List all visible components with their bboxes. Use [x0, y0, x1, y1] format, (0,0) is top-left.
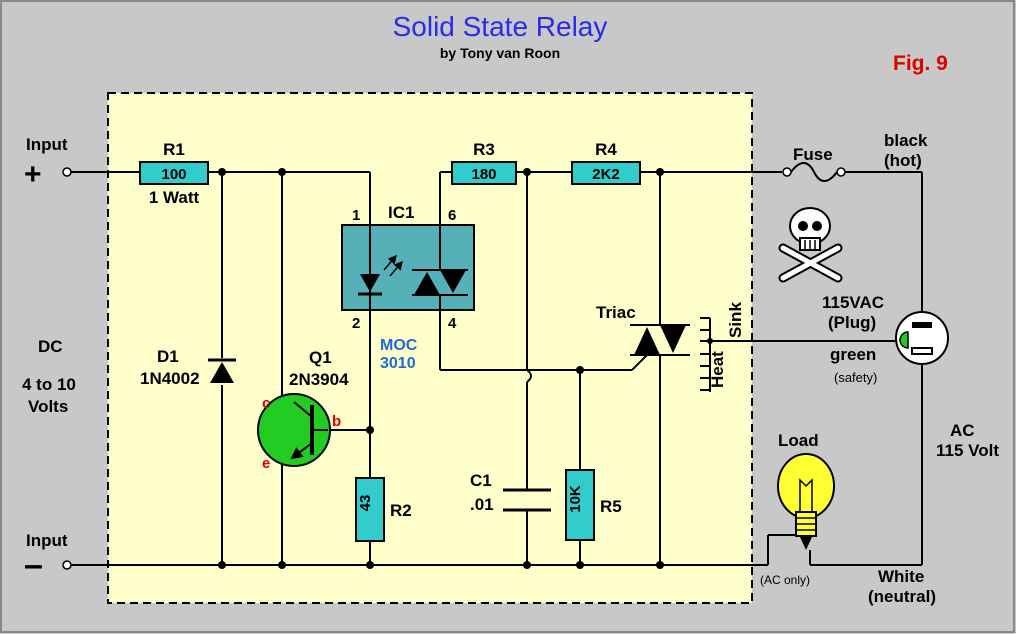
hot-label: (hot) — [884, 151, 922, 170]
page-title: Solid State Relay — [393, 11, 608, 42]
r1-label: R1 — [163, 140, 185, 159]
pin4-label: 4 — [448, 315, 457, 332]
input-plus-terminal — [62, 167, 72, 177]
input-bottom-label: Input — [26, 531, 68, 550]
triac-label: Triac — [596, 303, 636, 322]
subtitle: by Tony van Roon — [440, 45, 560, 61]
c1-value-label: .01 — [470, 495, 494, 514]
skull-crossbones-icon — [778, 207, 843, 283]
pin-c-label: c — [262, 395, 270, 412]
r5-value: 10K — [567, 485, 584, 513]
ic1-label: IC1 — [388, 203, 414, 222]
r3-label: R3 — [473, 140, 495, 159]
white-wire-label: White — [878, 567, 924, 586]
heat-sink-icon — [700, 317, 711, 392]
ic1-optocoupler — [341, 224, 475, 311]
r4-value: 2K2 — [592, 166, 620, 183]
plug-voltage-label: 115VAC — [822, 293, 884, 312]
resistor-r4 — [571, 161, 641, 185]
d1-part-label: 1N4002 — [140, 369, 200, 388]
r2-label: R2 — [390, 501, 412, 520]
r2-value: 43 — [357, 495, 374, 512]
plug-label: (Plug) — [828, 313, 876, 332]
diode-d1-icon — [210, 362, 234, 383]
resistor-r1 — [139, 161, 209, 185]
light-bulb-icon — [777, 453, 835, 550]
pin2-label: 2 — [352, 315, 360, 332]
moc-label: MOC — [380, 337, 418, 354]
green-wire-label: green — [830, 345, 876, 364]
sink-label: Sink — [726, 302, 745, 338]
black-wire-label: black — [884, 131, 928, 150]
r1-value: 100 — [161, 166, 186, 183]
dc-label: DC — [38, 337, 63, 356]
r3-value: 180 — [471, 166, 496, 183]
fuse-label: Fuse — [793, 145, 833, 164]
minus-symbol: – — [24, 546, 43, 584]
pin6-label: 6 — [448, 207, 456, 224]
triac-icon — [634, 327, 660, 355]
resistor-r2 — [355, 477, 385, 542]
r4-label: R4 — [595, 140, 617, 159]
d1-label: D1 — [157, 347, 179, 366]
figure-label: Fig. 9 — [893, 52, 948, 75]
safety-label: (safety) — [834, 370, 877, 385]
resistor-r5 — [565, 469, 595, 541]
q1-label: Q1 — [309, 348, 332, 367]
plus-symbol: + — [24, 158, 42, 191]
dc-range-label: 4 to 10 — [22, 375, 76, 394]
ac-label: AC — [950, 421, 975, 440]
pin-e-label: e — [262, 455, 270, 472]
ac-plug-icon — [895, 311, 949, 365]
fuse-icon — [782, 162, 846, 182]
input-minus-terminal — [62, 560, 72, 570]
moc-number-label: 3010 — [380, 355, 416, 372]
led-icon — [360, 274, 380, 292]
neutral-label: (neutral) — [868, 587, 936, 606]
c1-label: C1 — [470, 471, 492, 490]
load-label: Load — [778, 431, 819, 450]
r1-watt-label: 1 Watt — [149, 188, 200, 207]
r5-label: R5 — [600, 497, 622, 516]
pin1-label: 1 — [352, 207, 360, 224]
q1-part-label: 2N3904 — [289, 370, 349, 389]
ac-only-label: (AC only) — [760, 573, 810, 587]
heat-label: Heat — [708, 351, 727, 388]
ac-volt-label: 115 Volt — [936, 441, 999, 460]
resistor-r3 — [451, 161, 517, 185]
pin-b-label: b — [332, 413, 341, 430]
input-top-label: Input — [26, 135, 68, 154]
dc-volts-label: Volts — [28, 397, 68, 416]
opto-triac-icon — [414, 272, 440, 295]
